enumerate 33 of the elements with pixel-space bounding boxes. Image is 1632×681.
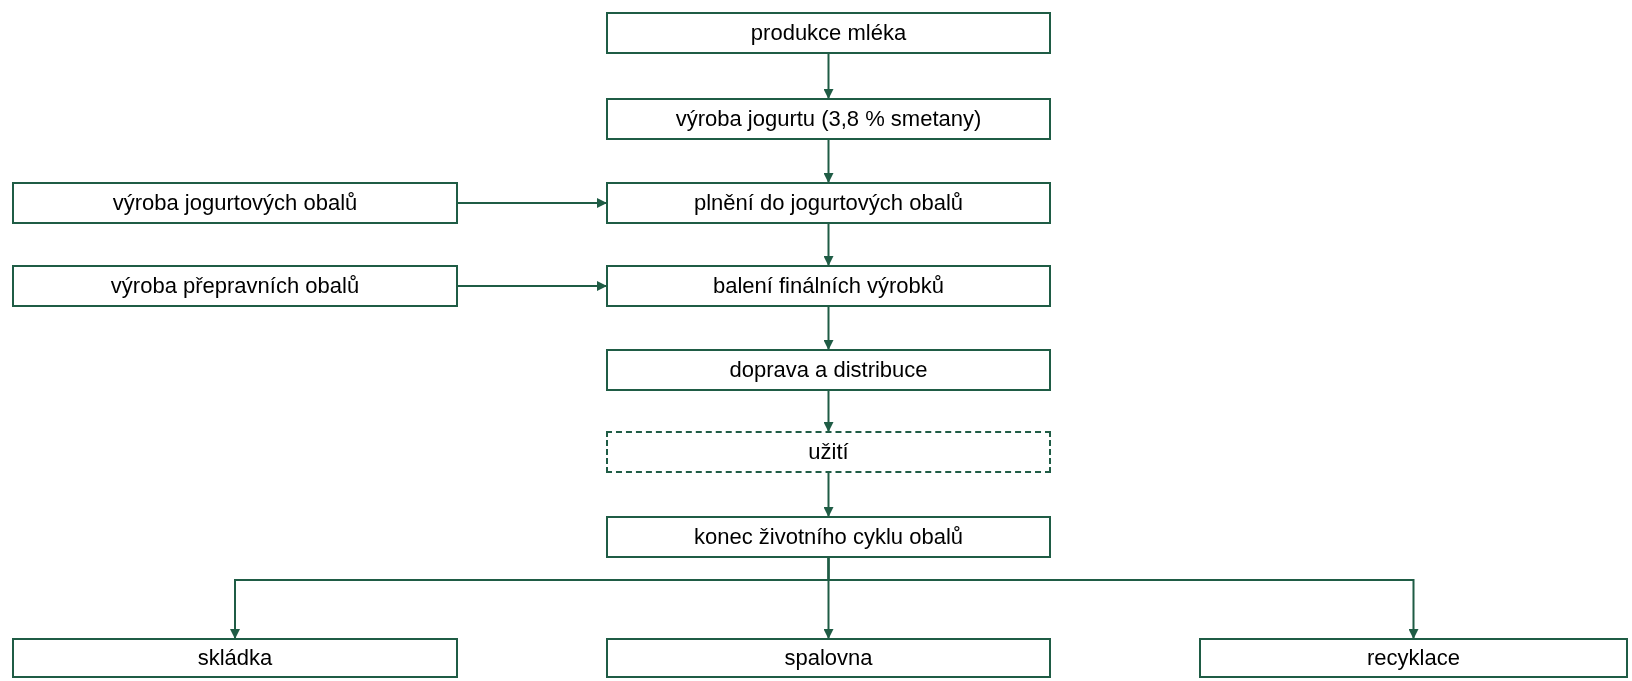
process-box: [12, 182, 458, 224]
box-label: recyklace: [1367, 647, 1460, 669]
box-label: doprava a distribuce: [729, 359, 928, 381]
box-label: výroba jogurtu (3,8 % smetany): [675, 108, 982, 130]
process-box: [1199, 638, 1628, 678]
arrow: [823, 223, 834, 266]
arrow: [823, 53, 834, 99]
box-label: výroba přepravních obalů: [110, 275, 360, 297]
box-label: konec životního cyklu obalů: [693, 526, 964, 548]
arrow: [457, 198, 607, 208]
box-label: skládka: [197, 647, 273, 669]
box-label: plnění do jogurtových obalů: [693, 192, 964, 214]
arrow: [823, 139, 834, 183]
box-label: výroba jogurtových obalů: [112, 192, 358, 214]
process-box: [606, 638, 1051, 678]
process-box: [606, 182, 1051, 224]
arrow: [823, 472, 834, 517]
arrow: [823, 306, 834, 350]
process-box: [606, 431, 1051, 473]
arrow: [457, 281, 607, 291]
process-box: [12, 638, 458, 678]
box-label: produkce mléka: [750, 22, 907, 44]
process-box: [606, 98, 1051, 140]
process-box: [606, 12, 1051, 54]
arrow: [827, 557, 1419, 639]
box-label: balení finálních výrobků: [712, 275, 945, 297]
process-box: [606, 349, 1051, 391]
process-box: [12, 265, 458, 307]
process-box: [606, 265, 1051, 307]
process-box: [606, 516, 1051, 558]
box-label: užití: [808, 441, 849, 463]
arrow: [823, 390, 834, 432]
box-label: spalovna: [784, 647, 873, 669]
